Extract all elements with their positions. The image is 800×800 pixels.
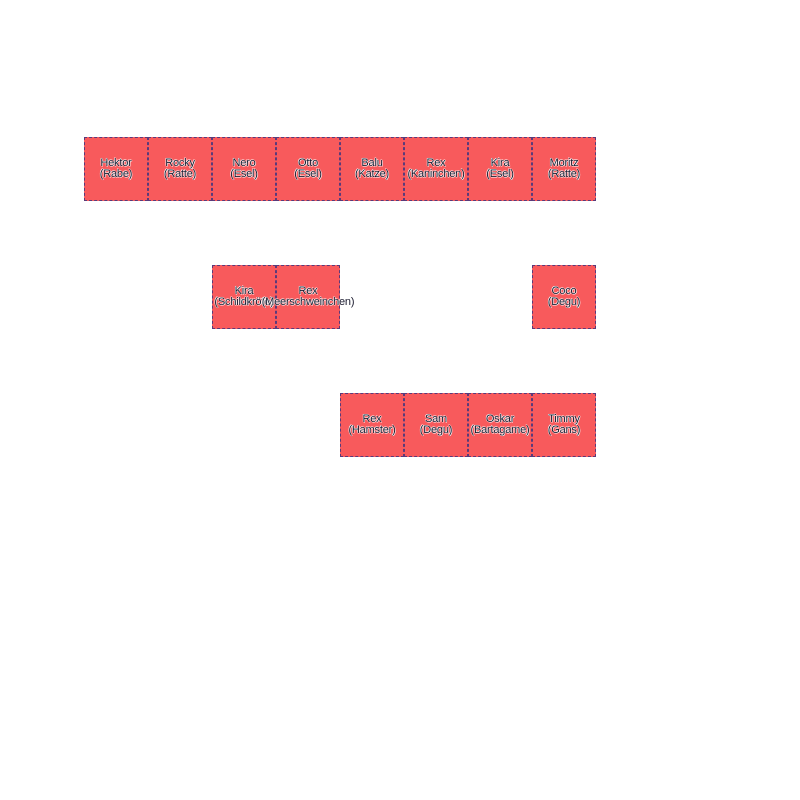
cell-label: Otto(Esel): [294, 158, 322, 180]
grid-cell[interactable]: Kira(Esel): [468, 137, 532, 201]
cell-label: Coco(Degu): [547, 285, 581, 308]
grid-cell[interactable]: Coco(Degu): [532, 265, 596, 329]
pet-name: Hektor: [100, 157, 132, 169]
pet-species: (Ratte): [547, 168, 581, 180]
grid-cell[interactable]: Rex(Kaninchen): [404, 137, 468, 201]
pet-name: Sam: [424, 413, 448, 425]
pet-species: (Esel): [230, 168, 258, 180]
pet-species: (Schildkröte): [214, 296, 274, 308]
pet-species: (Meerschweinchen): [261, 296, 355, 308]
grid-cell[interactable]: Moritz(Ratte): [532, 137, 596, 201]
cell-label: Moritz(Ratte): [548, 158, 580, 180]
grid-cell[interactable]: Timmy(Gans): [532, 393, 596, 457]
pet-species: (Esel): [486, 168, 514, 180]
grid-cell[interactable]: Kira(Schildkröte): [212, 265, 276, 329]
pet-name: Rocky: [165, 157, 195, 169]
pet-species: (Gans): [547, 424, 581, 436]
pet-name: Timmy: [548, 413, 580, 425]
cell-label: Timmy(Gans): [547, 413, 581, 436]
pet-name: Moritz: [549, 157, 579, 169]
pet-name: Rex: [362, 413, 382, 425]
pet-species: (Hamster): [348, 424, 396, 436]
grid-cell[interactable]: Balu(Katze): [340, 137, 404, 201]
pet-name: Kira: [234, 285, 254, 297]
pet-species: (Degu): [419, 424, 453, 436]
cell-label: Kira(Schildkröte): [214, 286, 273, 308]
cell-label: Rex(Meerschweinchen): [262, 286, 355, 308]
pet-name: Kira: [490, 157, 510, 169]
cell-label: Nero(Esel): [230, 158, 258, 180]
pet-name: Oskar: [485, 413, 515, 425]
pet-species: (Katze): [354, 168, 390, 180]
cell-label: Rocky(Ratte): [164, 158, 196, 180]
grid-cell[interactable]: Rocky(Ratte): [148, 137, 212, 201]
grid-cell[interactable]: Nero(Esel): [212, 137, 276, 201]
pet-species: (Degu): [547, 296, 581, 308]
pet-name: Coco: [551, 285, 577, 297]
pet-name: Nero: [232, 157, 256, 169]
pet-name: Balu: [361, 157, 383, 169]
pet-species: (Kaninchen): [407, 168, 465, 180]
cell-label: Balu(Katze): [355, 158, 389, 180]
pet-name: Otto: [298, 157, 318, 169]
grid-cell[interactable]: Oskar(Bartagame): [468, 393, 532, 457]
cell-label: Rex(Kaninchen): [407, 158, 464, 180]
cell-label: Oskar(Bartagame): [471, 414, 530, 436]
pet-name: Rex: [298, 285, 318, 297]
pet-name: Rex: [426, 157, 446, 169]
grid-cell[interactable]: Rex(Hamster): [340, 393, 404, 457]
pet-species: (Ratte): [163, 168, 197, 180]
cell-label: Kira(Esel): [486, 158, 514, 180]
pet-species: (Esel): [294, 168, 322, 180]
pet-species: (Bartagame): [470, 424, 530, 436]
cell-label: Hektor(Rabe): [99, 157, 133, 180]
pet-species: (Rabe): [99, 168, 133, 180]
cell-label: Rex(Hamster): [348, 414, 395, 436]
cell-label: Sam(Degu): [419, 413, 453, 436]
grid-cell[interactable]: Hektor(Rabe): [84, 137, 148, 201]
grid-cell[interactable]: Rex(Meerschweinchen): [262, 265, 354, 329]
grid-cell[interactable]: Sam(Degu): [404, 393, 468, 457]
grid-cell[interactable]: Otto(Esel): [276, 137, 340, 201]
